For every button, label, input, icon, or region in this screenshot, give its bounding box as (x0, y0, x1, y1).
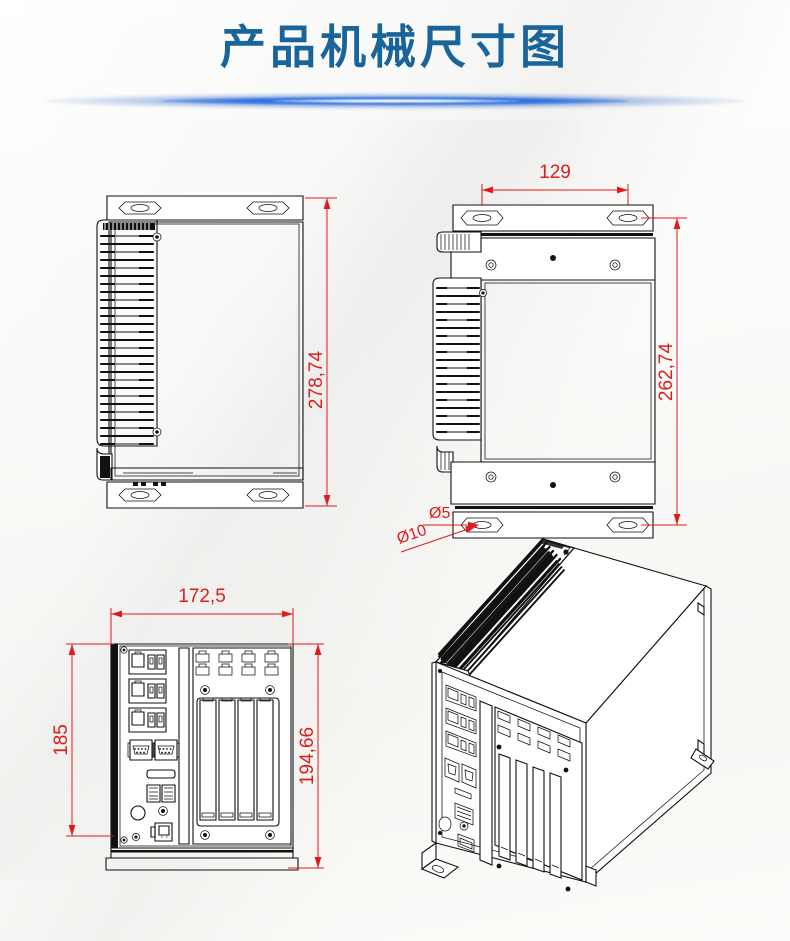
rear-heatsink-fins (432, 231, 487, 473)
io-panel (127, 647, 190, 845)
top-mounting-bracket (106, 195, 304, 221)
iso-hdmi-port (454, 787, 472, 800)
bottom-rail (110, 467, 304, 481)
lan-usb-group-2 (128, 678, 167, 704)
iso-lan-usb-ports (445, 684, 477, 758)
rear-bottom-bracket (452, 511, 654, 539)
slot-bracket (237, 697, 255, 821)
dimension-front-height-overall: 194,66 (288, 643, 324, 869)
dimension-value-194-66: 194,66 (297, 727, 318, 785)
hdmi-port (146, 769, 176, 779)
antenna-hole (130, 805, 146, 821)
blue-lens-flare-divider (0, 88, 790, 114)
page-title: 产品机械尺寸图 (220, 20, 570, 74)
vent-grid (195, 650, 279, 676)
heatsink-fins (96, 219, 158, 481)
dimension-rear-height: 262,74 (641, 217, 687, 526)
divider-core-highlight (270, 98, 520, 103)
power-terminal (150, 822, 173, 842)
dimension-rear-width: 129 (481, 162, 629, 218)
expansion-slot-brackets (196, 697, 280, 827)
page-header: 产品机械尺寸图 (0, 0, 790, 118)
bottom-mounting-bracket (106, 481, 304, 509)
dimension-front-height-chassis: 185 (51, 643, 114, 837)
expansion-area (192, 647, 292, 845)
io-screw (158, 806, 168, 816)
iso-terminal-block (454, 802, 474, 826)
iso-expansion-area (494, 706, 583, 892)
isometric-3d-view (398, 525, 790, 897)
dimension-front-width: 172,5 (110, 586, 294, 650)
front-corner-screws (120, 646, 140, 844)
lan-usb-group-3 (128, 707, 167, 733)
rear-bottom-plate (450, 461, 656, 509)
dimension-value-262-74: 262,74 (656, 343, 677, 402)
dimension-value-129: 129 (539, 162, 571, 183)
side-elevation-view: 278,74 (95, 190, 360, 520)
slot-bracket (199, 697, 217, 821)
iso-power-terminal (457, 833, 475, 853)
io-divider-strip (178, 647, 190, 845)
slot-bracket (256, 697, 274, 821)
side-screws (152, 232, 162, 437)
slot-bracket (218, 697, 236, 821)
dimension-side-height: 278,74 (305, 197, 337, 507)
rear-chassis-body (480, 279, 656, 463)
iso-antenna-hole (438, 816, 452, 832)
terminal-block-1 (146, 784, 161, 803)
iso-divider-strip (479, 700, 493, 866)
iso-chassis-right-face (585, 585, 715, 884)
dimension-value-185: 185 (51, 724, 72, 756)
rear-top-bracket (452, 204, 654, 232)
front-elevation-view: 172,5 (51, 580, 360, 880)
iso-serial-ports (444, 757, 477, 789)
dimension-value-278-74: 278,74 (306, 351, 327, 410)
iso-mounting-foot (420, 841, 597, 887)
rear-top-plate (450, 233, 656, 281)
lan-usb-group-1 (128, 649, 167, 675)
rear-elevation-view: 129 (395, 160, 715, 553)
dimension-value-172-5: 172,5 (178, 586, 226, 607)
dimension-value-dia5: Ø5 (429, 505, 450, 522)
iso-slot-brackets (498, 753, 562, 879)
terminal-block-2 (161, 784, 176, 803)
iso-vent-grid (497, 710, 571, 762)
